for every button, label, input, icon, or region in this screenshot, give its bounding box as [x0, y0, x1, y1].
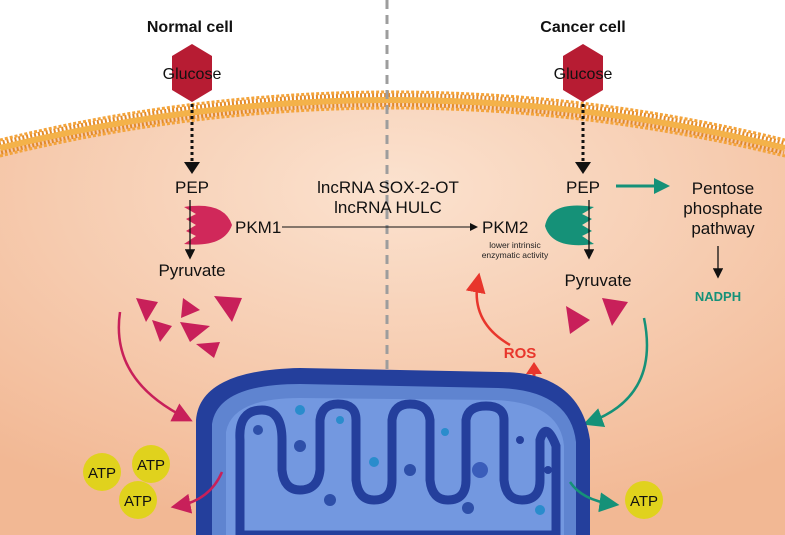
- pentose-label-3: pathway: [691, 219, 755, 238]
- pkm2-label: PKM2: [482, 218, 528, 237]
- pkm1-enzyme-shape: [184, 205, 232, 245]
- mito-to-atp-arrow-left: [170, 471, 224, 514]
- ros-to-pkm2-arrow: [465, 272, 511, 347]
- pkm2-note-line2: enzymatic activity: [482, 250, 549, 260]
- arrowhead-left: [184, 162, 200, 174]
- pep-label-right: PEP: [566, 178, 600, 197]
- pyruvate-triangles-right: [566, 298, 628, 334]
- pyruvate-label-left: Pyruvate: [158, 261, 225, 280]
- pyruvate-to-mito-arrow-right: [582, 317, 649, 428]
- lncrna-sox2ot-label: lncRNA SOX-2-OT: [317, 178, 459, 197]
- mitochondrion: [196, 368, 590, 535]
- pep-label-left: PEP: [175, 178, 209, 197]
- pyruvate-to-mito-arrow-left: [117, 311, 193, 422]
- glucose-hexagon-right: [563, 44, 603, 102]
- nadph-label: NADPH: [695, 289, 741, 304]
- atp-circle-1: [83, 453, 121, 491]
- arrowhead-right: [575, 162, 591, 174]
- pyruvate-triangles-left: [136, 296, 242, 358]
- atp-label-4: ATP: [630, 493, 658, 510]
- atp-circle-4: [625, 481, 663, 519]
- pkm1-label: PKM1: [235, 218, 281, 237]
- mito-to-atp-arrow-right: [568, 481, 620, 513]
- pyruvate-label-right: Pyruvate: [564, 271, 631, 290]
- title-normal-cell: Normal cell: [147, 19, 233, 36]
- atp-label-1: ATP: [88, 465, 116, 482]
- pkm2-enzyme-shape: [545, 205, 594, 246]
- atp-molecules: ATP ATP ATP ATP: [83, 445, 663, 519]
- lncrna-hulc-label: lncRNA HULC: [334, 198, 442, 217]
- atp-label-2: ATP: [137, 457, 165, 474]
- pentose-arrowhead: [654, 178, 670, 194]
- atp-circle-3: [119, 481, 157, 519]
- glucose-hexagon-left: [172, 44, 212, 102]
- pkm2-note-line1: lower intrinsic: [489, 240, 541, 250]
- ros-arrowhead: [526, 362, 542, 374]
- pentose-label-2: phosphate: [683, 199, 762, 218]
- title-cancer-cell: Cancer cell: [540, 19, 625, 36]
- cell-membrane: [0, 90, 785, 158]
- pentose-label-1: Pentose: [692, 179, 754, 198]
- glucose-label-right: Glucose: [554, 66, 613, 83]
- atp-label-3: ATP: [124, 493, 152, 510]
- atp-circle-2: [132, 445, 170, 483]
- ros-label: ROS: [504, 345, 537, 362]
- glucose-label-left: Glucose: [163, 66, 222, 83]
